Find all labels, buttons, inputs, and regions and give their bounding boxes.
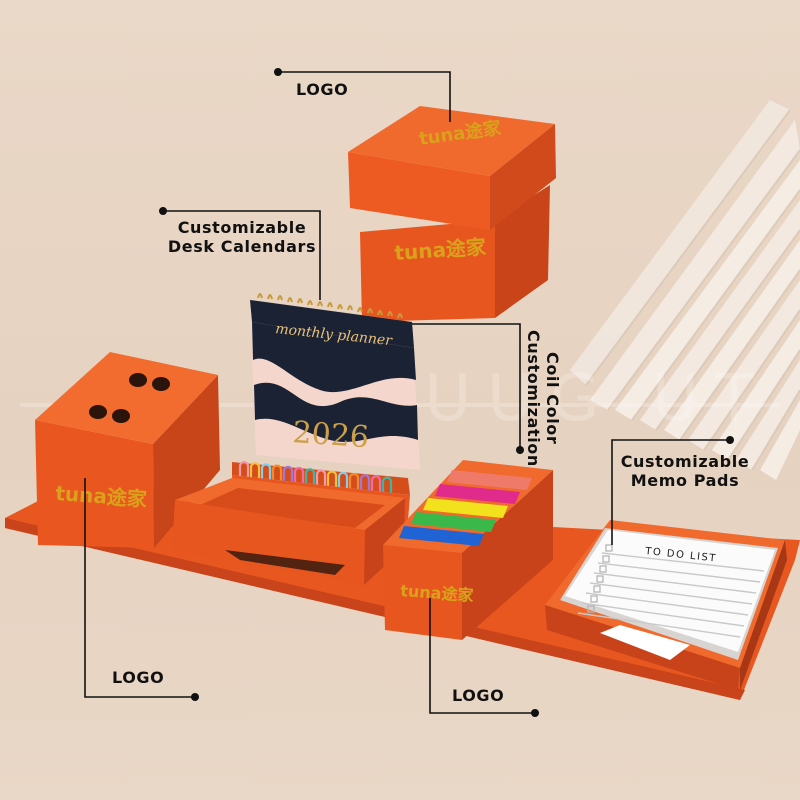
callout-logo-top: LOGO <box>296 80 349 99</box>
pen-holder-box <box>35 352 220 548</box>
todo-lines <box>577 552 765 638</box>
callout-coil-line2: Customization <box>524 329 543 467</box>
callout-desk-calendars: Customizable Desk Calendars <box>160 218 324 256</box>
sticky-note-box <box>383 460 553 640</box>
callout-desk-calendars-line2: Desk Calendars <box>167 237 317 256</box>
callout-memo-line2: Memo Pads <box>630 471 740 490</box>
callout-logo-left: LOGO <box>112 668 165 687</box>
sticky-tab <box>423 498 508 518</box>
gift-box <box>348 106 556 322</box>
sticky-tab <box>435 484 520 504</box>
callout-memo-line1: Customizable <box>620 452 750 471</box>
callout-lines <box>84 71 730 714</box>
sticky-tabs <box>399 470 532 546</box>
callout-desk-calendars-line1: Customizable <box>177 218 307 237</box>
background-stripes <box>570 100 800 480</box>
callout-dot-icons <box>159 68 734 717</box>
memo-tray-left <box>172 478 405 585</box>
callout-memo-pads: Customizable Memo Pads <box>616 452 754 490</box>
sticky-tab <box>447 470 532 490</box>
desk-calendar <box>250 293 420 470</box>
pen-holes-icon <box>89 373 170 423</box>
calendar-year: 2026 <box>291 415 370 455</box>
todo-memo-tray <box>545 520 787 690</box>
callout-coil-color: Coil Color Customization <box>524 328 562 468</box>
callout-coil-line1: Coil Color <box>543 351 562 445</box>
sticky-tab <box>411 512 496 532</box>
callout-logo-bottom: LOGO <box>452 686 505 705</box>
sticky-tab <box>399 526 484 546</box>
checkbox-icons <box>587 544 613 613</box>
